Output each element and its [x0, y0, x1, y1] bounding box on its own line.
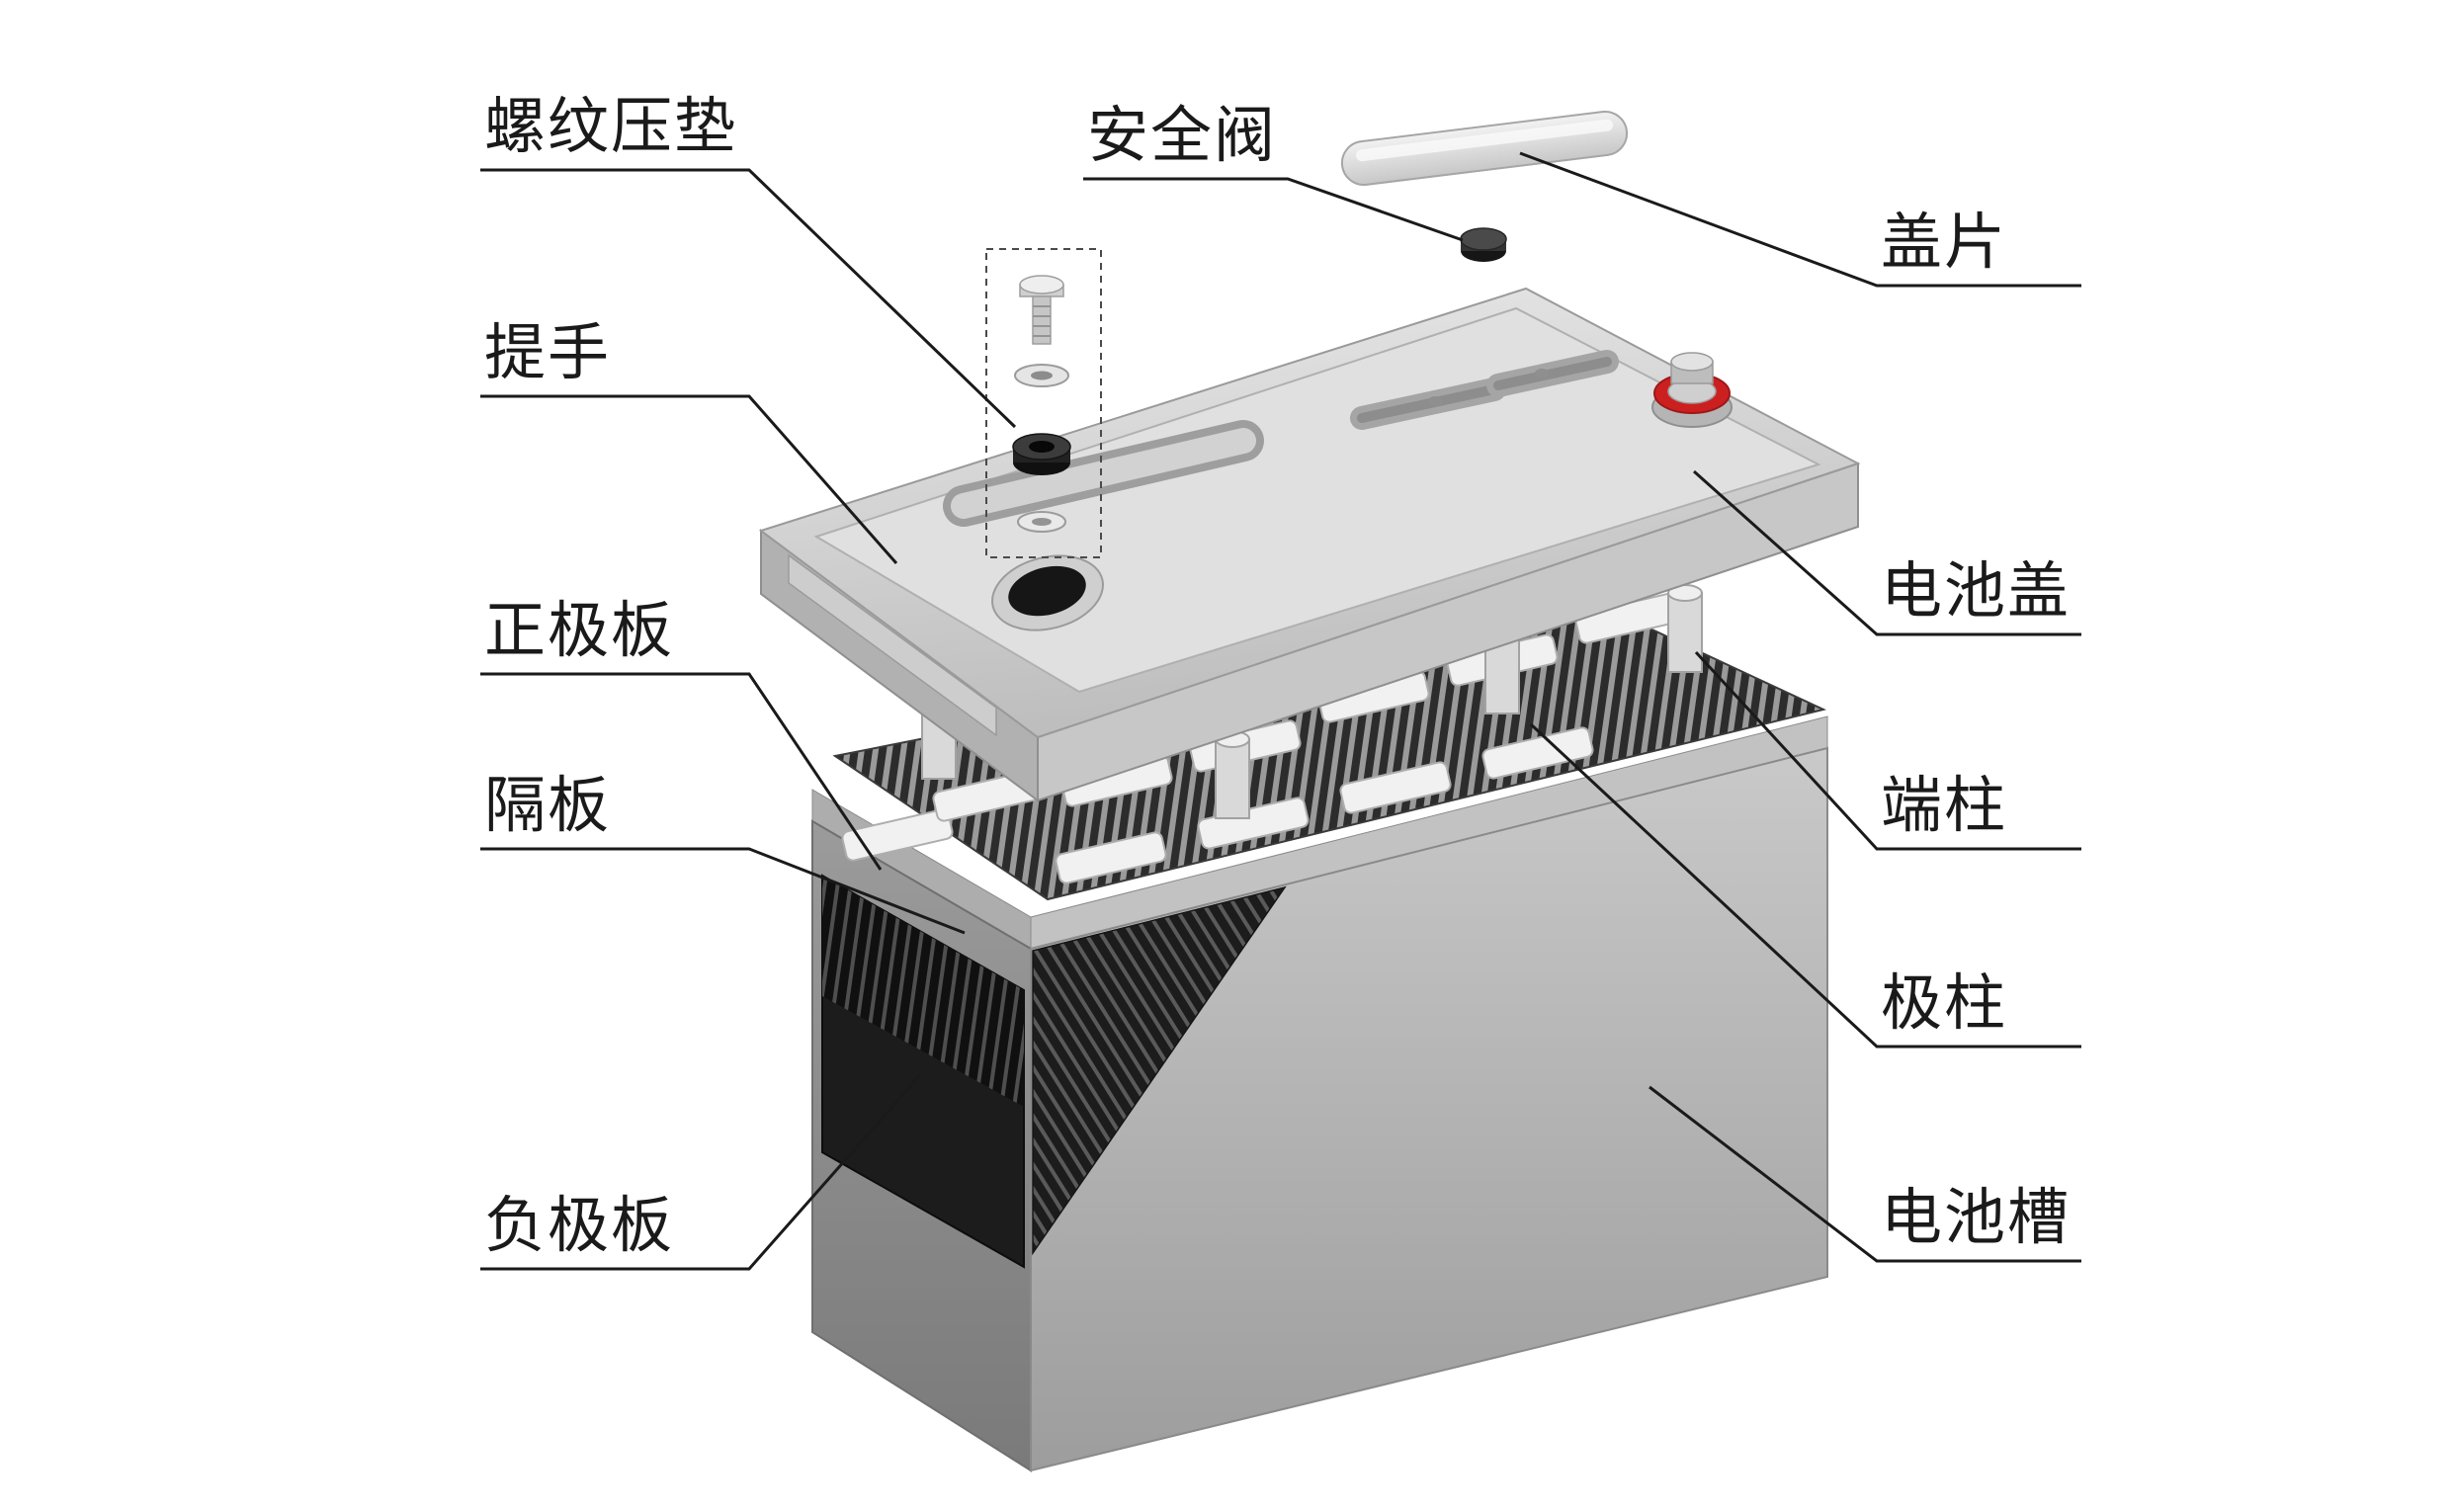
leader-cover-strip	[1519, 151, 2081, 288]
washer-bottom	[1017, 511, 1066, 533]
filler-hole	[991, 554, 1104, 631]
cover-strip-illustration	[1340, 111, 1629, 186]
leader-battery-cover	[1693, 469, 2081, 636]
label-pole-post: 极柱	[1881, 969, 2008, 1038]
leader-handle	[480, 394, 898, 564]
label-cover-strip: 盖片	[1881, 209, 2008, 277]
leader-threaded-washer	[480, 168, 1017, 429]
red-terminal	[1651, 352, 1733, 428]
leader-separator	[480, 847, 966, 935]
leader-lines	[480, 151, 2081, 1271]
label-handle: 提手	[484, 319, 612, 387]
label-battery-container: 电池槽	[1881, 1184, 2072, 1252]
leader-positive-plate	[480, 672, 883, 871]
leader-pole-post	[1529, 722, 2081, 1049]
battery-case-illustration	[811, 584, 1828, 1472]
handle-strip	[788, 553, 997, 737]
safety-valve-illustration	[1460, 227, 1507, 262]
label-terminal-post: 端柱	[1881, 772, 2008, 840]
negative-plate-window	[821, 874, 1025, 1269]
rubber-grommet	[1012, 433, 1071, 475]
vent-slots	[1350, 350, 1619, 430]
leader-negative-plate	[480, 1074, 922, 1271]
bolt	[1019, 275, 1064, 345]
handle-groove	[943, 420, 1264, 527]
label-positive-plate: 正极板	[484, 597, 675, 665]
label-negative-plate: 负极板	[484, 1192, 675, 1260]
label-safety-valve: 安全阀	[1087, 102, 1278, 170]
washer-top	[1014, 364, 1069, 387]
label-threaded-washer: 螺纹压垫	[484, 93, 738, 161]
leader-battery-container	[1649, 1085, 2081, 1263]
battery-cover-illustration	[758, 287, 1861, 802]
threaded-washer-assembly	[985, 248, 1102, 558]
label-battery-cover: 电池盖	[1881, 557, 2072, 626]
plate-cross-section	[1032, 885, 1287, 1256]
leader-safety-valve	[1083, 177, 1464, 242]
leader-terminal-post	[1694, 650, 2081, 851]
label-separator: 隔板	[484, 772, 612, 840]
